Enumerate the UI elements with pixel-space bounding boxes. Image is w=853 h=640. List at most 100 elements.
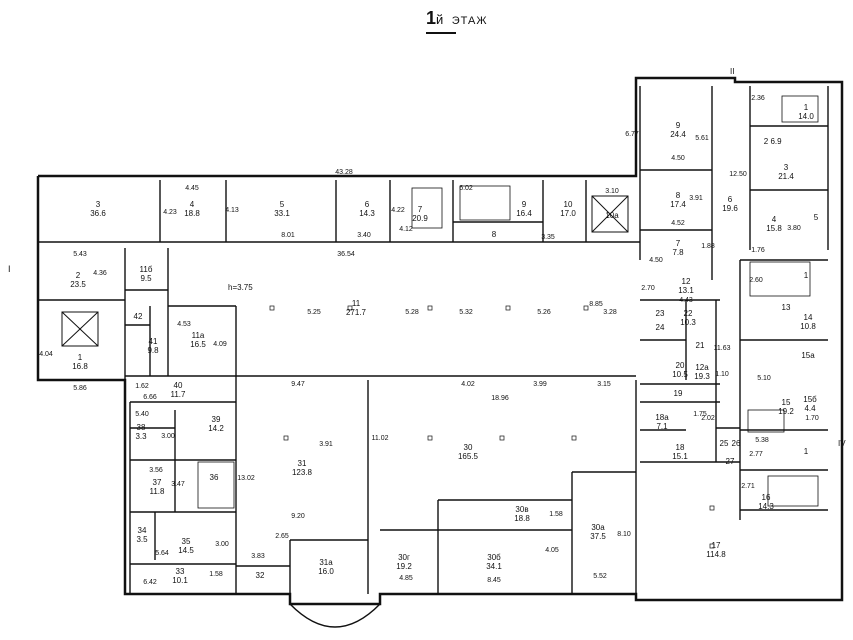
dimension-label: 4.52 (671, 220, 685, 227)
room-area: 14.0 (798, 112, 814, 121)
room-number: 40 (174, 381, 183, 390)
room-number: 13 (782, 303, 791, 312)
room-area: 10.8 (800, 322, 816, 331)
dimension-label: 3.00 (161, 433, 175, 440)
room-area: 17.4 (670, 200, 686, 209)
room-number: 16 (762, 493, 771, 502)
room-area: 19.2 (396, 562, 412, 571)
room-number: 36 (210, 473, 219, 482)
room-number: 4 (190, 200, 195, 209)
dimension-label: 1.88 (701, 243, 715, 250)
dimension-label: 4.09 (213, 341, 227, 348)
dimension-label: 1.62 (135, 383, 149, 390)
inner-walls (38, 86, 829, 600)
room-area: 9.5 (140, 274, 152, 283)
room-number: 2 (76, 271, 81, 280)
dimension-label: 1.76 (751, 247, 765, 254)
room-area: 13.1 (678, 286, 694, 295)
room-number: 35 (182, 537, 191, 546)
room-area: 9.8 (147, 346, 159, 355)
dimension-label: 43.28 (335, 169, 353, 176)
room-area: 33.1 (274, 209, 290, 218)
room-area: 14.5 (178, 546, 194, 555)
room-area: 14.2 (208, 424, 224, 433)
dimension-label: 4.43 (679, 297, 693, 304)
room-number: 10 (564, 200, 573, 209)
room-number: 30г (398, 553, 410, 562)
room-area: 36.6 (90, 209, 106, 218)
room-labels: 336.6 418.8 533.1 614.3 720.9 8 916.4 10… (70, 103, 819, 585)
room-area: 19.2 (778, 407, 794, 416)
dimension-label: 3.91 (319, 441, 333, 448)
room-number: 30б (487, 553, 501, 562)
dimension-label: 3.83 (251, 553, 265, 560)
dimension-label: 6.02 (459, 185, 473, 192)
dimension-label: 5.38 (755, 437, 769, 444)
elevator-shafts (61, 195, 629, 347)
room-area: 10.3 (680, 318, 696, 327)
bay-window (289, 603, 381, 628)
room-area: 16.4 (516, 209, 532, 218)
room-number: 12а (695, 363, 709, 372)
room-area: 7.8 (672, 248, 684, 257)
room-number: 1 (78, 353, 83, 362)
dimension-label: 2.02 (701, 415, 715, 422)
room-area: 6.9 (770, 137, 782, 146)
dimension-label: 3.10 (605, 188, 619, 195)
room-number: 31 (298, 459, 307, 468)
room-area: 24.4 (670, 130, 686, 139)
dimension-label: 2.36 (751, 95, 765, 102)
dimension-label: 12.50 (729, 171, 747, 178)
room-area: 3.3 (135, 432, 147, 441)
room-area: 34.1 (486, 562, 502, 571)
dimension-label: 4.05 (545, 547, 559, 554)
dimension-label: 3.99 (533, 381, 547, 388)
dimension-label: 11.63 (714, 345, 731, 352)
dimension-label: 4.23 (163, 209, 177, 216)
dimension-label: 8.01 (281, 232, 295, 239)
dimension-label: 5.86 (73, 385, 87, 392)
room-area: 15.1 (672, 452, 688, 461)
room-area: 11.8 (150, 487, 166, 496)
room-area: 271.7 (346, 308, 367, 317)
room-area: 14.3 (359, 209, 375, 218)
dimension-label: 9.47 (291, 381, 305, 388)
dimension-label: 8.45 (487, 577, 501, 584)
dimension-label: 3.28 (603, 309, 617, 316)
dimension-label: 1.70 (805, 415, 819, 422)
room-area: 18.8 (184, 209, 200, 218)
room-number: 5 (280, 200, 285, 209)
dimension-label: 5.64 (155, 550, 169, 557)
room-number: 9 (522, 200, 527, 209)
dimension-label: 4.53 (177, 321, 191, 328)
dimension-label: 3.80 (787, 225, 801, 232)
columns (269, 305, 715, 549)
room-number: 32 (256, 571, 265, 580)
room-number: 38 (137, 423, 146, 432)
room-area: 16.0 (318, 567, 334, 576)
room-number: 15а (801, 351, 815, 360)
room-area: 16.8 (72, 362, 88, 371)
room-number: 8 (492, 230, 497, 239)
dimension-label: 2.65 (275, 533, 289, 540)
dimension-label: 4.04 (39, 351, 53, 358)
room-area: 165.5 (458, 452, 479, 461)
room-number: 18а (655, 413, 669, 422)
stairs (197, 95, 819, 509)
room-number: 7 (676, 239, 681, 248)
dimension-label: 3.47 (171, 481, 185, 488)
floor-title: 1й ЭТАЖ (426, 8, 488, 34)
room-number: 10а (605, 211, 619, 220)
dimension-label: 13.02 (237, 475, 255, 482)
room-number: 7 (418, 205, 423, 214)
room-number: 27 (726, 457, 735, 466)
room-number: 20 (676, 361, 685, 370)
dimension-label: 4.85 (399, 575, 413, 582)
dimension-label: 1.58 (209, 571, 223, 578)
room-number: 34 (138, 526, 147, 535)
dimension-label: 5.52 (593, 573, 607, 580)
room-number: 33 (176, 567, 185, 576)
dimension-label: 3.56 (149, 467, 163, 474)
title-underline (426, 32, 456, 34)
